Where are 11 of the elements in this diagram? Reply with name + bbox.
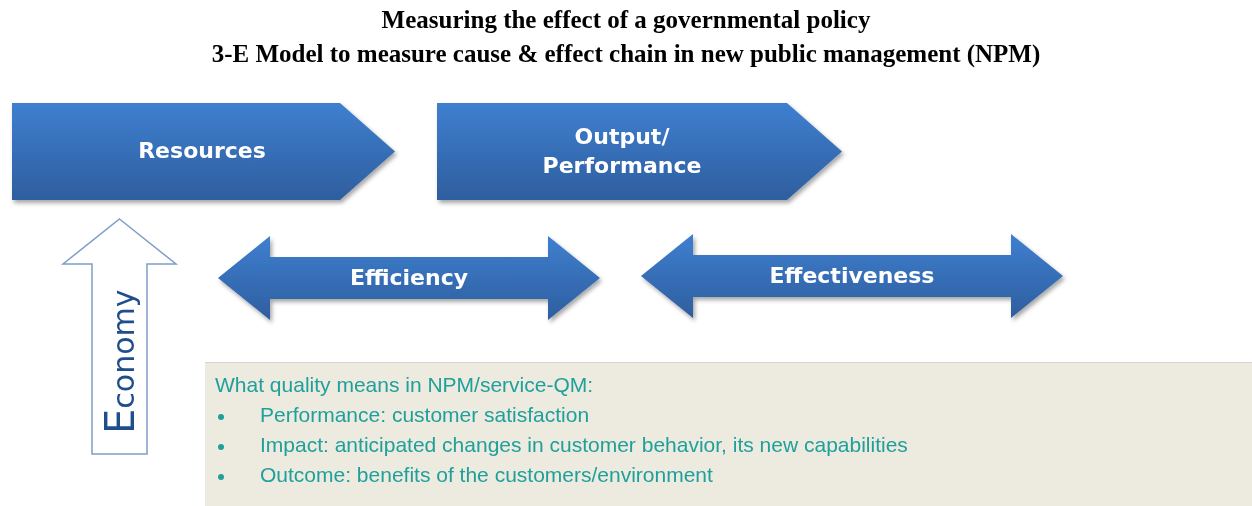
shape-label: Resources	[138, 137, 266, 166]
shape-label: Effectiveness	[769, 261, 935, 290]
shape-label: Efficiency	[349, 263, 469, 292]
bullet-item: Impact: anticipated changes in customer behavior, its new capabilities	[260, 433, 908, 457]
text-panel	[205, 362, 1252, 506]
title: Measuring the effect of a governmental policy	[380, 6, 872, 34]
shape-label: Output/ Performance	[541, 122, 703, 180]
bullet-item: Performance: customer satisfaction	[260, 403, 590, 427]
bullet-item: Outcome: benefits of the customers/environment	[260, 463, 713, 487]
subtitle: 3-E Model to measure cause & effect chain in new public management (NPM)	[210, 40, 1042, 68]
panel-heading: What quality means in NPM/service-QM:	[215, 373, 594, 397]
